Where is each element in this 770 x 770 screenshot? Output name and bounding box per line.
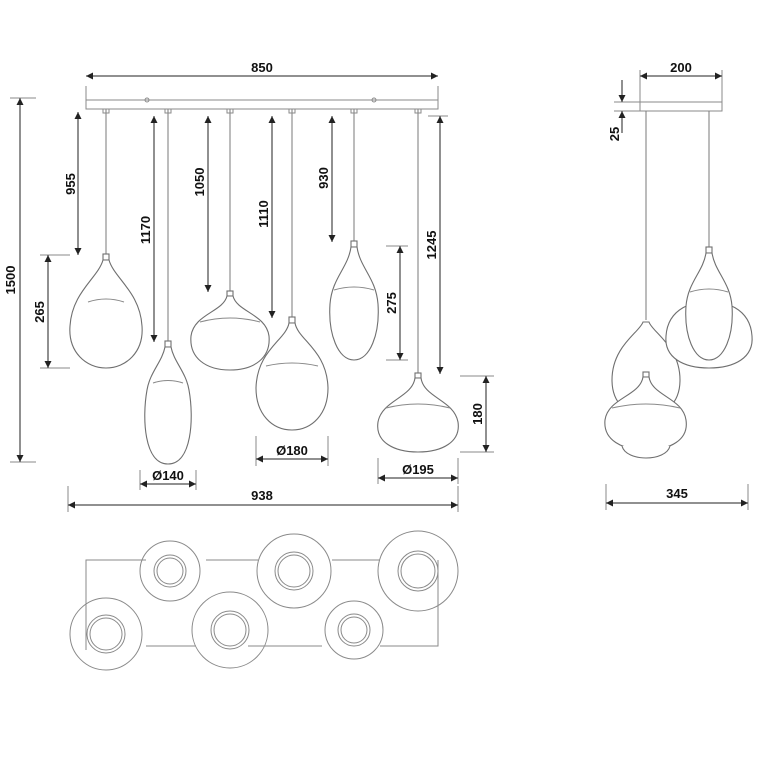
screw-icon	[371, 97, 377, 103]
dim-label-850: 850	[251, 60, 273, 75]
dim-label-275: 275	[384, 292, 399, 314]
dim-label-d180: Ø180	[276, 443, 308, 458]
dim-label-1500: 1500	[3, 266, 18, 295]
top-view	[69, 530, 459, 671]
dim-label-938: 938	[251, 488, 273, 503]
dim-label-200: 200	[670, 60, 692, 75]
side-canopy	[639, 101, 723, 112]
top-shade-3	[377, 530, 459, 612]
dim-label-930: 930	[316, 167, 331, 189]
top-shade-1	[139, 540, 201, 602]
dim-label-1110: 1110	[256, 200, 271, 228]
top-shade-6	[324, 600, 384, 660]
shade-3	[190, 290, 270, 371]
top-shade-4	[69, 597, 143, 671]
dim-label-345: 345	[666, 486, 688, 501]
shade-6	[377, 372, 459, 453]
shade-1	[69, 253, 143, 369]
front-view: 850 1500 955 265 1170 1050 1110 930 275 …	[3, 60, 494, 512]
dim-label-1170: 1170	[138, 216, 153, 244]
dim-label-1245: 1245	[424, 231, 439, 260]
dim-label-265: 265	[32, 301, 47, 323]
dim-label-180-height: 180	[470, 403, 485, 425]
side-view: 200 25 345	[604, 60, 753, 510]
shade-4	[255, 316, 329, 431]
dim-label-25: 25	[607, 127, 622, 141]
screw-icon	[144, 97, 150, 103]
dim-label-d195: Ø195	[402, 462, 434, 477]
ceiling-bar	[85, 99, 439, 110]
top-shade-2	[256, 533, 332, 609]
shade-2	[144, 340, 192, 465]
dim-label-955: 955	[63, 173, 78, 195]
dim-label-1050: 1050	[192, 168, 207, 197]
shade-5	[329, 240, 379, 361]
top-shade-5	[191, 591, 269, 669]
dim-label-d140: Ø140	[152, 468, 184, 483]
